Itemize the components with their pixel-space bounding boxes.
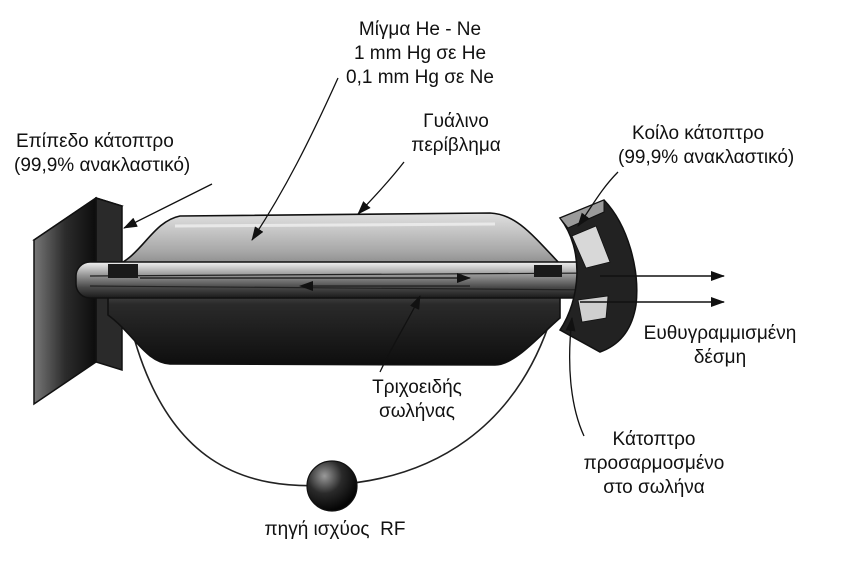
label-tube-mirror-line3: στο σωλήνα — [603, 477, 705, 498]
rf-source-ball — [306, 460, 358, 512]
label-flat-mirror-line2: (99,9% ανακλαστικό) — [14, 155, 191, 176]
label-rf-source: πηγή ισχύος RF — [264, 519, 406, 540]
label-glass-envelope-line2: περίβλημα — [411, 135, 501, 156]
label-mixture-line1: Μίγμα He - Ne — [358, 19, 482, 40]
leader-flat-mirror — [123, 183, 213, 229]
label-collimated-beam-line1: Ευθυγραμμισμένη — [643, 323, 797, 344]
label-concave-mirror-line2: (99,9% ανακλαστικό) — [618, 147, 795, 168]
label-mixture: Μίγμα He - Ne 1 mm Hg σε He 0,1 mm Hg σε… — [330, 18, 510, 90]
capillary-tube — [75, 261, 617, 299]
label-glass-envelope-line1: Γυάλινο — [423, 111, 489, 132]
label-tube-mirror-line2: προσαρμοσμένο — [583, 453, 725, 474]
label-tube-mirror: Κάτοπτρο προσαρμοσμένο στο σωλήνα — [580, 428, 728, 500]
label-capillary-line2: σωλήνας — [379, 401, 455, 422]
label-concave-mirror: Κοίλο κάτοπτρο (99,9% ανακλαστικό) — [618, 122, 794, 170]
leader-concave-mirror — [577, 171, 619, 227]
label-concave-mirror-line1: Κοίλο κάτοπτρο — [632, 123, 765, 144]
envelope-highlight — [174, 222, 496, 228]
label-mixture-line2: 1 mm Hg σε He — [353, 43, 487, 64]
label-flat-mirror: Επίπεδο κάτοπτρο (99,9% ανακλαστικό) — [14, 130, 190, 178]
label-collimated-beam: Ευθυγραμμισμένη δέσμη — [640, 322, 800, 370]
label-mixture-line3: 0,1 mm Hg σε Ne — [346, 67, 494, 88]
label-tube-mirror-line1: Κάτοπτρο — [612, 429, 696, 450]
leader-tube-mirror — [565, 317, 585, 437]
leader-mixture — [251, 77, 339, 241]
leader-capillary — [379, 295, 421, 373]
leader-glass-envelope — [357, 161, 405, 215]
label-capillary: Τριχοειδής σωλήνας — [352, 376, 482, 424]
label-capillary-line1: Τριχοειδής — [372, 377, 462, 398]
label-collimated-beam-line2: δέσμη — [693, 347, 747, 368]
label-flat-mirror-line1: Επίπεδο κάτοπτρο — [16, 131, 174, 152]
label-glass-envelope: Γυάλινο περίβλημα — [392, 110, 520, 158]
